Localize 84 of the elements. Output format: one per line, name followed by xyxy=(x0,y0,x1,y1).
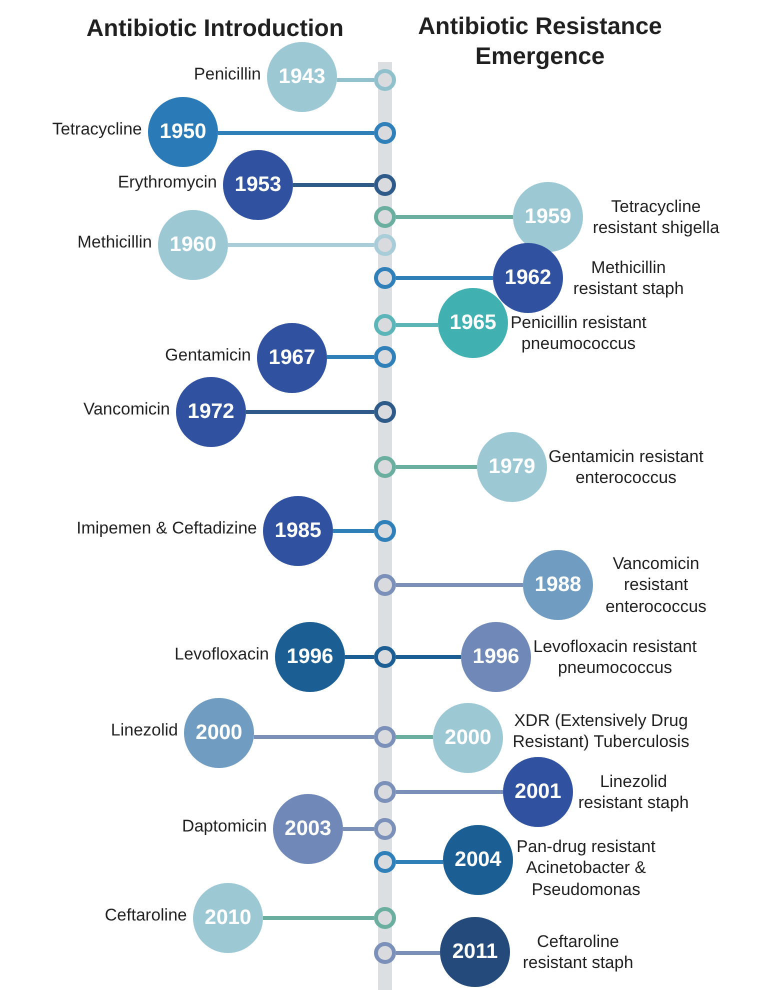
timeline-marker xyxy=(374,818,396,840)
timeline-marker xyxy=(374,234,396,256)
timeline-marker xyxy=(374,69,396,91)
year-label: 1950 xyxy=(160,119,206,146)
timeline-marker xyxy=(374,456,396,478)
year-label: 2000 xyxy=(444,725,492,752)
timeline-marker xyxy=(374,726,396,748)
year-label: 2011 xyxy=(452,939,498,966)
antibiotic-name: Gentamicin xyxy=(165,344,251,366)
year-label: 1988 xyxy=(534,572,582,598)
timeline-marker xyxy=(374,781,396,803)
year-label: 1953 xyxy=(234,172,282,198)
year-label: 1985 xyxy=(274,518,322,544)
connector-line xyxy=(326,355,374,359)
antibiotic-name: Imipemen & Ceftadizine xyxy=(76,517,257,539)
year-label: 1979 xyxy=(488,454,536,480)
year-label: 1972 xyxy=(188,399,234,426)
antibiotic-name: Penicillin xyxy=(194,63,261,85)
antibiotic-name: Methicillin xyxy=(77,231,152,253)
year-label: 2003 xyxy=(284,816,332,842)
antibiotic-name: Vancomicin xyxy=(83,398,170,420)
connector-line xyxy=(396,465,477,469)
connector-line xyxy=(396,790,503,794)
resistance-name: Methicillin resistant staph xyxy=(572,256,685,300)
timeline-marker xyxy=(374,942,396,964)
timeline-marker xyxy=(374,206,396,228)
resistance-name: Vancomicin resistant enterococcus xyxy=(604,553,708,617)
antibiotic-name: Tetracycline xyxy=(52,118,142,140)
resistance-name: Levofloxacin resistant pneumococcus xyxy=(532,636,698,678)
timeline-marker xyxy=(374,574,396,596)
connector-line xyxy=(343,827,374,831)
connector-line xyxy=(396,951,440,955)
connector-line xyxy=(396,323,438,327)
timeline-marker xyxy=(374,520,396,542)
year-label: 2010 xyxy=(204,905,252,932)
antibiotic-name: Levofloxacin xyxy=(174,643,269,665)
connector-line xyxy=(396,215,513,219)
connector-line xyxy=(228,243,374,247)
year-label: 1943 xyxy=(278,64,326,90)
resistance-name: Ceftaroline resistant staph xyxy=(522,930,634,974)
resistance-name: Linezolid resistant staph xyxy=(577,770,690,814)
year-label: 1996 xyxy=(286,644,334,670)
column-heading: Antibiotic Introduction xyxy=(85,14,345,44)
connector-line xyxy=(263,916,374,920)
year-label: 1967 xyxy=(268,345,316,372)
connector-line xyxy=(254,735,374,739)
timeline-marker xyxy=(374,314,396,336)
resistance-name: XDR (Extensively Drug Resistant) Tuberculosis xyxy=(512,710,690,752)
connector-line xyxy=(396,860,444,864)
resistance-name: Penicillin resistant pneumococcus xyxy=(509,312,648,354)
resistance-name: Tetracycline resistant shigella xyxy=(592,196,720,238)
year-label: 2000 xyxy=(196,720,242,746)
connector-line xyxy=(345,655,374,659)
timeline-marker xyxy=(374,346,396,368)
connector-line xyxy=(336,78,374,82)
timeline-marker xyxy=(374,174,396,196)
antibiotic-name: Erythromycin xyxy=(118,171,217,193)
timeline-marker xyxy=(374,646,396,668)
connector-line xyxy=(218,131,374,135)
resistance-name: Pan-drug resistant Acinetobacter & Pseudomonas xyxy=(516,836,656,900)
timeline-marker xyxy=(374,907,396,929)
antibiotic-name: Ceftaroline xyxy=(104,904,187,926)
timeline-marker xyxy=(374,401,396,423)
year-label: 2004 xyxy=(454,847,502,874)
timeline-marker xyxy=(374,122,396,144)
timeline-marker xyxy=(374,267,396,289)
year-label: 1959 xyxy=(524,204,572,230)
antibiotic-name: Daptomicin xyxy=(182,815,267,837)
year-label: 1960 xyxy=(170,232,216,258)
antibiotic-name: Linezolid xyxy=(110,719,178,741)
year-label: 1965 xyxy=(450,310,496,336)
connector-line xyxy=(396,655,461,659)
resistance-name: Gentamicin resistant enterococcus xyxy=(548,446,704,488)
year-label: 2001 xyxy=(514,779,562,806)
connector-line xyxy=(396,735,434,739)
timeline-marker xyxy=(374,851,396,873)
year-label: 1962 xyxy=(504,265,552,292)
year-label: 1996 xyxy=(472,644,520,670)
connector-line xyxy=(333,529,374,533)
column-heading: Antibiotic Resistance Emergence xyxy=(416,12,664,72)
connector-line xyxy=(396,583,523,587)
connector-line xyxy=(293,183,374,187)
connector-line xyxy=(246,410,374,414)
connector-line xyxy=(396,276,493,280)
